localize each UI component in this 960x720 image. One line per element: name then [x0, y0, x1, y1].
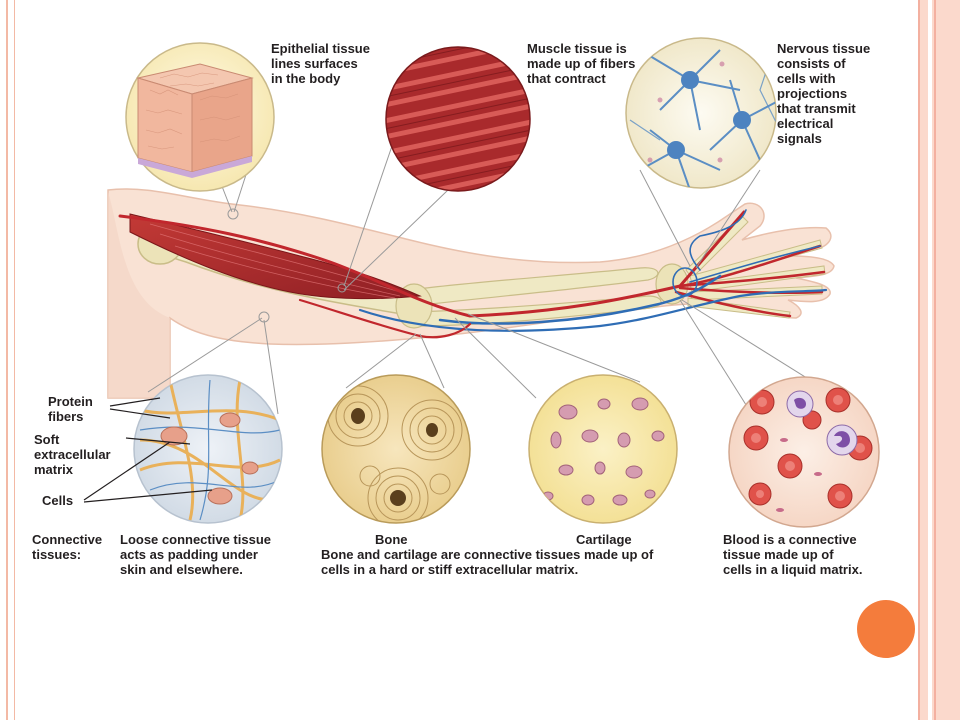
accent-circle: [857, 600, 915, 658]
bone-label: Bone: [375, 532, 408, 547]
bone-cartilage-caption: Bone and cartilage are connective tissue…: [321, 547, 654, 577]
blood-vessels: [118, 209, 828, 339]
nervous-label: Nervous tissue consists of cells with pr…: [777, 41, 871, 146]
muscle-striations: [149, 223, 401, 299]
cartilage-tissue-circle: [528, 374, 678, 524]
blood-tissue-circle: [728, 376, 880, 528]
epithelial-label: Epithelial tissue lines surfaces in the …: [271, 41, 370, 86]
loose-marker: [258, 311, 270, 323]
muscle-marker: [337, 283, 347, 293]
muscle-label: Muscle tissue is made up of fibers that …: [527, 41, 636, 86]
epithelial-marker: [227, 208, 239, 220]
slide-right-border: [920, 0, 960, 720]
connective-cell: [207, 487, 233, 505]
epithelial-block-side: [191, 77, 253, 173]
shoulder-shadow: [108, 192, 170, 398]
connective-tissues-label: Connective tissues:: [32, 532, 103, 562]
bone-tissue-circle: [321, 374, 471, 524]
blood-caption: Blood is a connective tissue made up of …: [723, 532, 863, 577]
slide-left-border-line: [6, 0, 8, 720]
loose-connective-circle: [133, 374, 283, 524]
soft-matrix-label: Soft extracellular matrix: [34, 432, 111, 477]
slide-right-border-line-outer: [934, 0, 936, 720]
connective-cell: [160, 426, 188, 446]
slide-right-border-line: [918, 0, 920, 720]
epithelial-block-front: [137, 77, 193, 173]
slide-right-border-gap: [928, 0, 932, 720]
protein-fibers-label: Protein fibers: [48, 394, 93, 424]
radius-bone: [409, 267, 659, 307]
arm-illustration: [107, 188, 835, 399]
cartilage-label: Cartilage: [576, 532, 632, 547]
connective-cell: [241, 461, 259, 475]
loose-pointer-lines: [83, 397, 213, 503]
loose-connective-caption: Loose connective tissue acts as padding …: [120, 532, 271, 577]
cells-label: Cells: [42, 493, 74, 508]
epithelial-tissue-circle: [125, 42, 275, 192]
connective-cell: [219, 412, 241, 428]
nervous-tissue-circle: [625, 37, 777, 189]
biceps-muscle: [129, 213, 422, 300]
